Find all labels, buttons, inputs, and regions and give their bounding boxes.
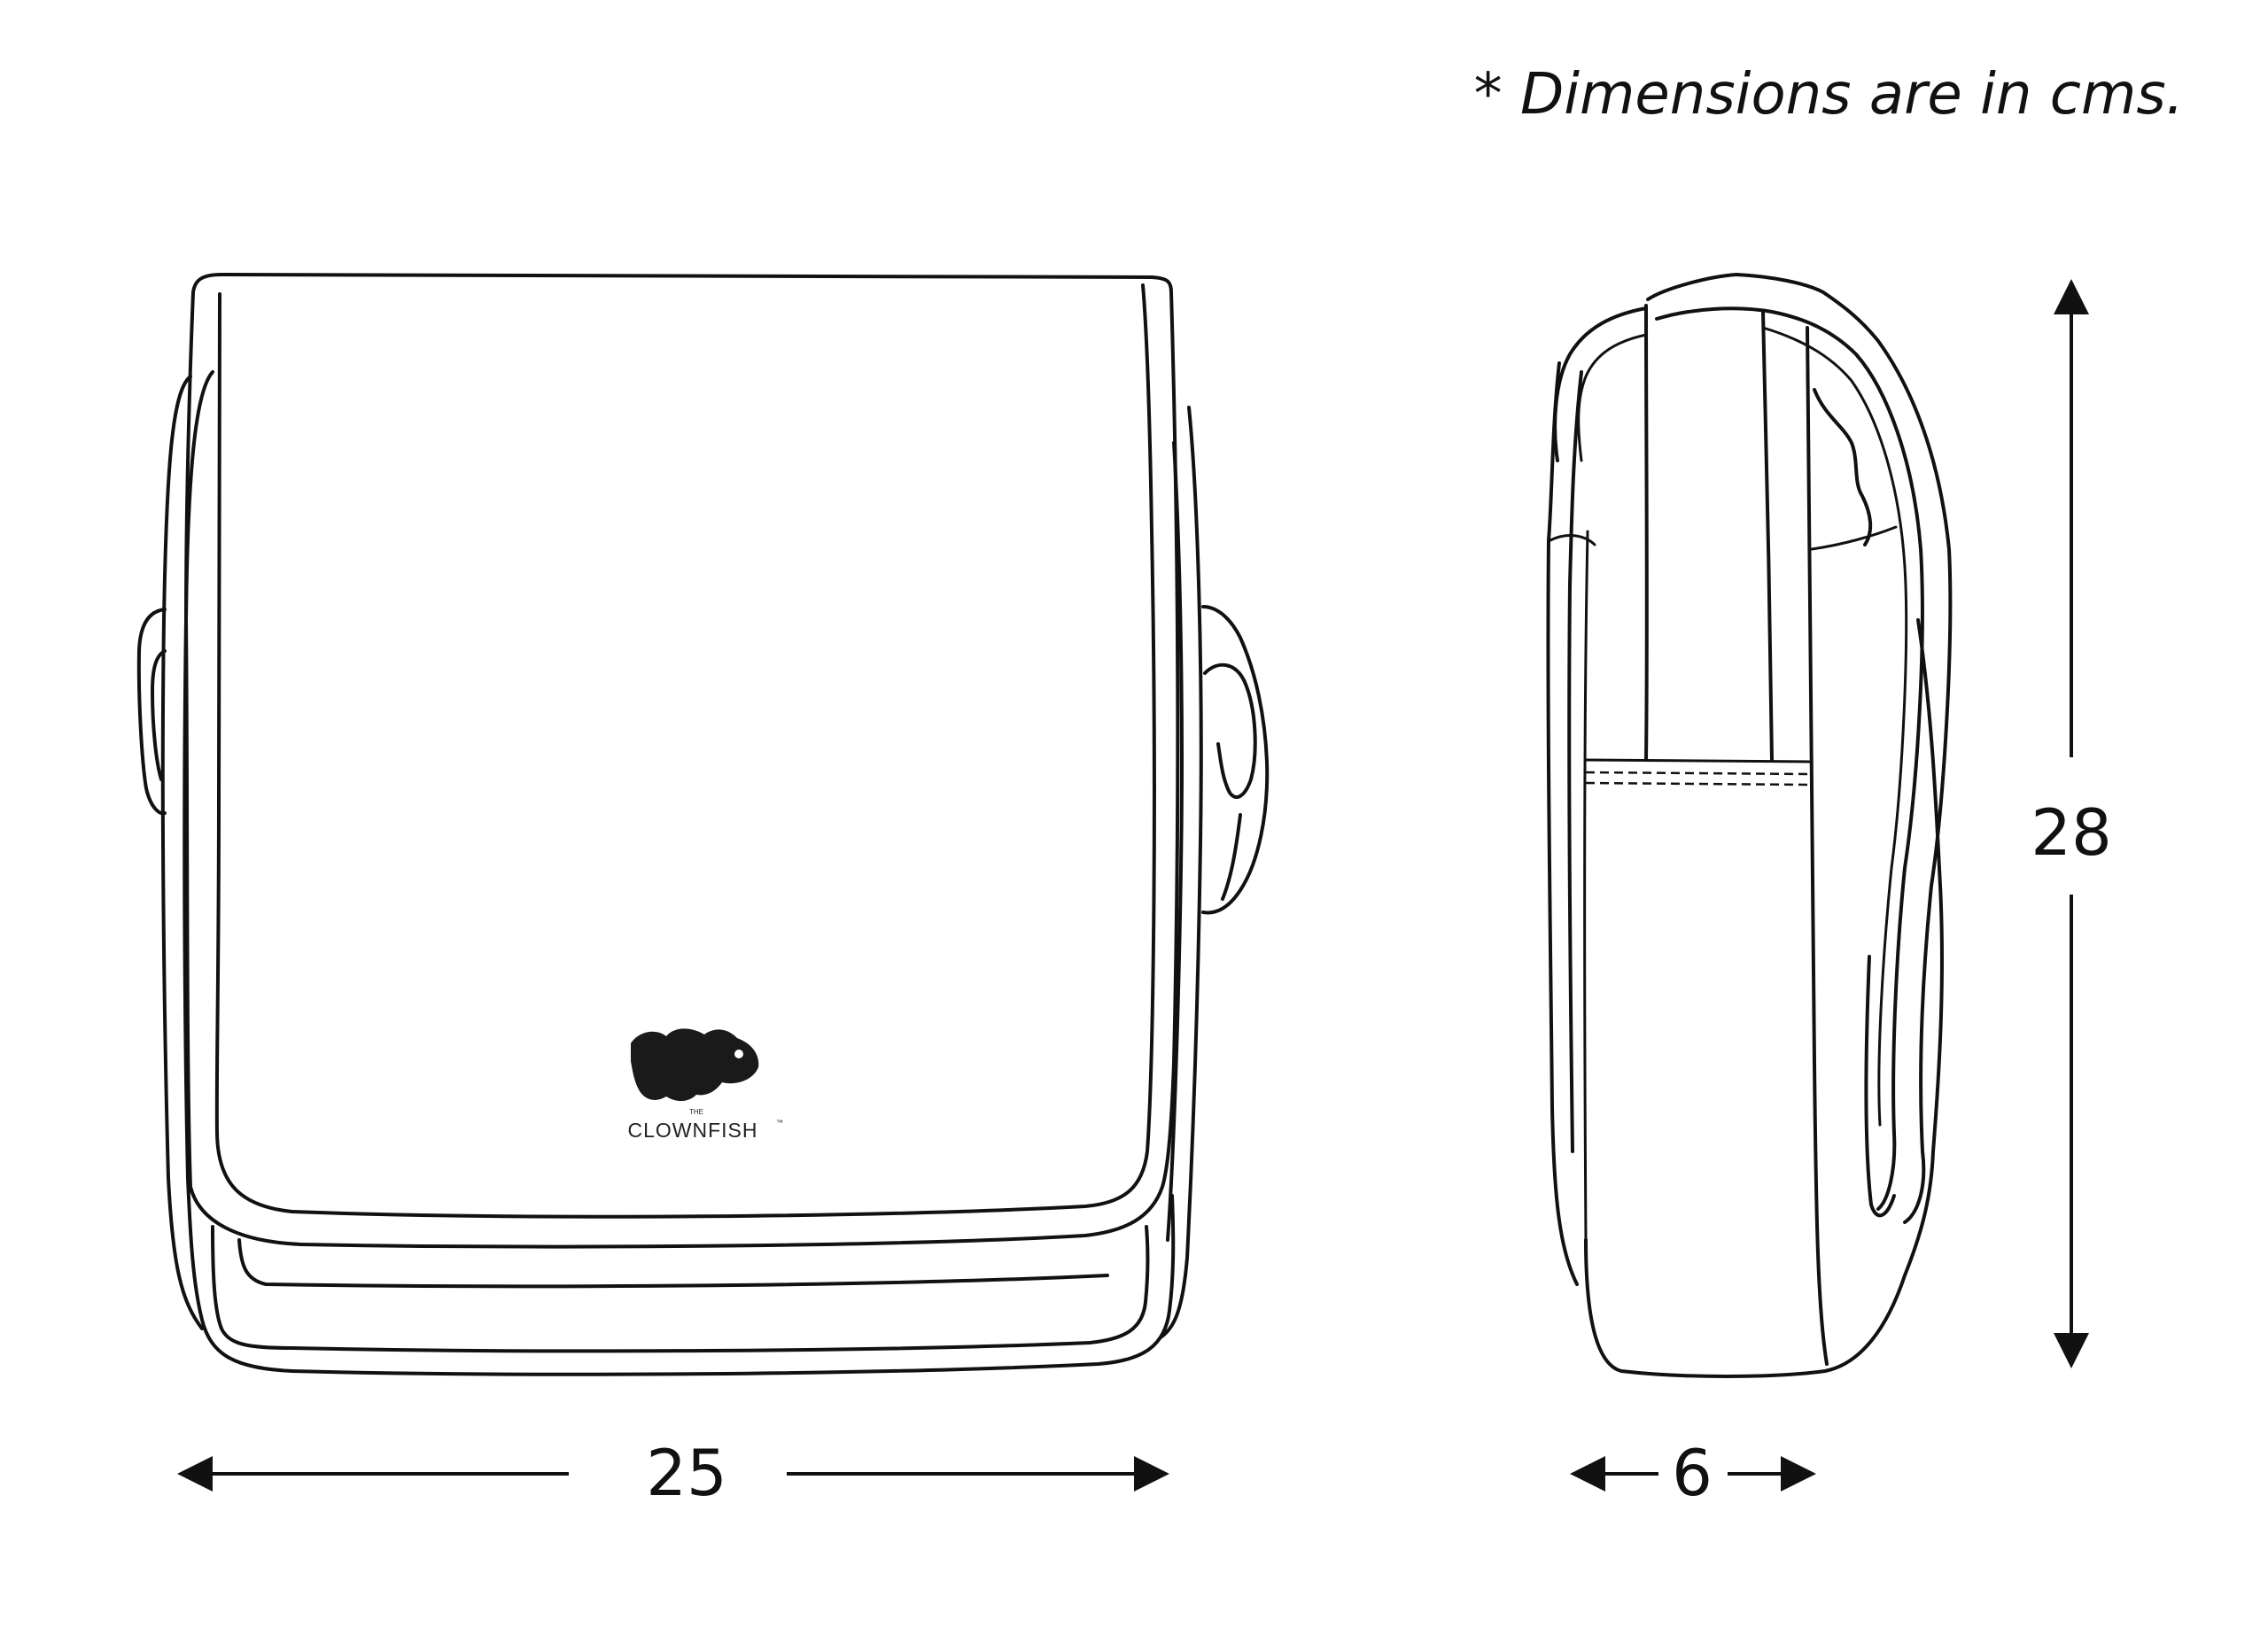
side-strap-buckle <box>1813 388 1873 546</box>
height-arrow-up-icon <box>2054 279 2089 314</box>
front-left-side-outer <box>160 375 204 1330</box>
logo-brand-text: CLOWNFISH <box>628 1119 758 1142</box>
depth-arrow-right-icon <box>1781 1456 1816 1492</box>
front-left-buckle-inner <box>151 649 167 781</box>
side-handle-curl-inner <box>1577 333 1648 462</box>
depth-arrow-left-icon <box>1570 1456 1605 1492</box>
depth-label: 6 <box>1672 1436 1713 1510</box>
side-band-top <box>1584 758 1811 763</box>
front-flap-inner <box>214 283 1156 1219</box>
side-view <box>1546 273 1953 1378</box>
side-strap-end <box>1864 955 1896 1218</box>
side-strap-edge <box>1761 326 1908 1127</box>
side-gusset-curve <box>1810 525 1898 551</box>
front-pocket-edge <box>237 1238 1109 1289</box>
front-bag-bottom-inner <box>211 1225 1150 1353</box>
front-right-buckle-inner <box>1203 663 1257 799</box>
height-arrow-down-icon <box>2054 1333 2089 1368</box>
front-left-buckle-outer <box>136 608 167 816</box>
front-right-buckle-outer <box>1201 605 1270 915</box>
side-handle-curl <box>1553 306 1648 462</box>
dimensions-note: * Dimensions are in cms. <box>1473 62 2184 128</box>
width-label: 25 <box>646 1436 727 1510</box>
side-strap-outer <box>1646 273 1953 1224</box>
side-front-strap-right <box>1761 310 1774 762</box>
side-left-seam <box>1583 530 1589 1242</box>
side-stitch-1 <box>1585 771 1810 776</box>
depth-dimension: 6 <box>1570 1436 1816 1510</box>
logo-small-text: THE <box>689 1108 703 1116</box>
side-back-panel <box>1546 361 1579 1286</box>
fish-eye-icon <box>734 1050 743 1058</box>
side-front-strap-left <box>1644 304 1649 762</box>
width-arrow-left-icon <box>177 1456 213 1492</box>
front-bag-bottom-outer <box>186 1176 1176 1376</box>
front-view: THE CLOWNFISH ™ <box>136 273 1270 1376</box>
front-right-buckle-strap <box>1221 813 1242 901</box>
height-label: 28 <box>2031 795 2112 870</box>
logo-trademark: ™ <box>776 1119 783 1127</box>
width-arrow-right-icon <box>1134 1456 1169 1492</box>
side-seam-curve <box>1549 534 1596 546</box>
width-dimension: 25 <box>177 1436 1169 1510</box>
fish-icon <box>631 1028 759 1102</box>
front-flap-outer <box>184 273 1180 1249</box>
side-stitch-2 <box>1585 781 1810 787</box>
side-strap-inner <box>1655 306 1924 1211</box>
side-gusset-outer <box>1584 618 1945 1378</box>
side-back-panel-inner <box>1567 370 1583 1153</box>
side-gusset-inner <box>1806 326 1829 1366</box>
front-right-side-inner <box>1166 441 1184 1242</box>
height-dimension: 28 <box>2031 279 2112 1368</box>
front-right-side-outer <box>1159 406 1203 1339</box>
clownfish-logo: THE CLOWNFISH ™ <box>628 1028 783 1142</box>
